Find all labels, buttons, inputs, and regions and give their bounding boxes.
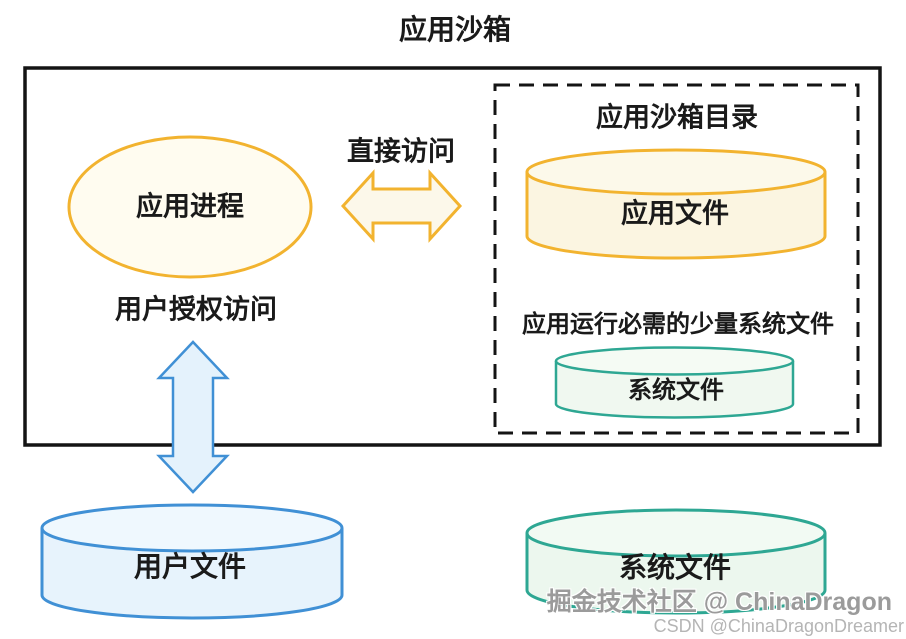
sandbox-directory-dashed-rect	[493, 83, 860, 435]
user-auth-label: 用户授权访问	[115, 294, 277, 325]
user-files-cylinder-body	[40, 528, 344, 620]
app-files-label: 应用文件	[621, 198, 729, 229]
system-files-inner-cylinder	[554, 346, 795, 419]
system-files-bottom-cylinder	[525, 508, 827, 615]
user-files-label: 用户文件	[133, 550, 247, 582]
direct-access-arrow	[340, 169, 463, 243]
system-files-inner-cylinder-body	[554, 361, 795, 419]
user-files-cylinder	[40, 503, 344, 620]
app-process-label: 应用进程	[136, 191, 244, 222]
sandbox-directory-label: 应用沙箱目录	[596, 102, 758, 133]
sandbox-boundary-rect	[23, 66, 882, 447]
user-files-cylinder-top	[40, 503, 344, 553]
system-files-note: 应用运行必需的少量系统文件	[522, 311, 834, 339]
user-auth-arrow	[156, 340, 230, 494]
system-files-bottom-cylinder-top	[525, 508, 827, 558]
app-files-cylinder	[525, 148, 827, 260]
direct-access-label: 直接访问	[347, 136, 455, 167]
system-files-inner-label: 系统文件	[628, 377, 724, 405]
app-process-ellipse	[67, 135, 313, 279]
app-files-cylinder-body	[525, 172, 827, 260]
system-files-inner-cylinder-top	[554, 346, 795, 376]
diagram-title: 应用沙箱	[398, 13, 512, 45]
system-files-bottom-label: 系统文件	[618, 551, 732, 583]
app-files-cylinder-top	[525, 148, 827, 196]
